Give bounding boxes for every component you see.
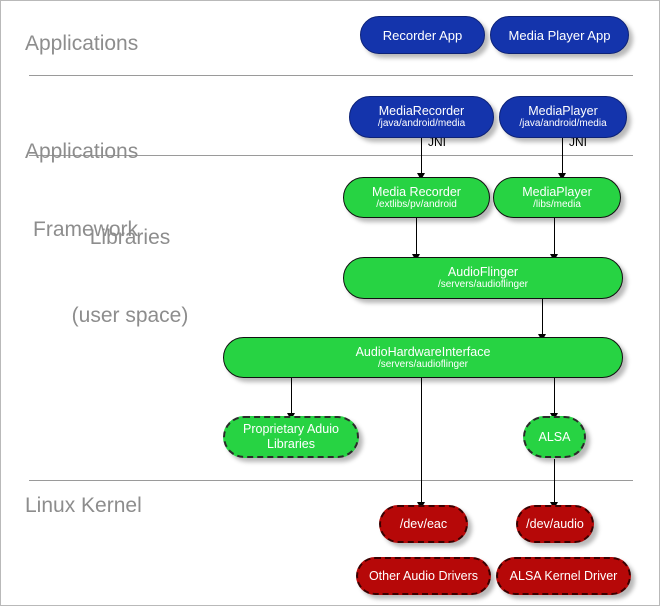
node-title: MediaRecorder	[378, 104, 465, 118]
node-media-recorder-library[interactable]: Media Recorder /extlibs/pv/android	[343, 177, 490, 218]
node-title: AudioHardwareInterface	[355, 344, 491, 359]
node-media-recorder-framework[interactable]: MediaRecorder /java/android/media	[349, 96, 494, 138]
layer-label-applications-framework: Applications Framework	[25, 87, 255, 295]
layer-label-line2: Framework	[33, 218, 139, 241]
connector-audiohw-alsa	[554, 378, 555, 416]
node-title: Other Audio Drivers	[368, 568, 479, 583]
node-recorder-app[interactable]: Recorder App	[360, 16, 485, 54]
node-title: ALSA Kernel Driver	[509, 568, 618, 583]
node-title: MediaPlayer	[522, 184, 592, 199]
node-subtitle: /java/android/media	[377, 118, 466, 129]
node-media-player-framework[interactable]: MediaPlayer /java/android/media	[499, 96, 627, 138]
node-media-player-app[interactable]: Media Player App	[490, 16, 629, 54]
node-title: AudioFlinger	[447, 265, 519, 279]
layer-label-line1: Applications	[25, 140, 139, 163]
node-subtitle: /java/android/media	[519, 118, 607, 129]
connector-mediarecorder-jni	[421, 138, 422, 176]
node-audio-flinger[interactable]: AudioFlinger /servers/audioflinger	[343, 257, 623, 299]
node-dev-audio[interactable]: /dev/audio	[516, 505, 594, 543]
node-title: ALSA	[538, 429, 571, 444]
node-title: /dev/eac	[399, 516, 448, 531]
node-title: Media Recorder	[372, 184, 461, 199]
node-title: Media Player App	[508, 27, 611, 43]
node-title: Proprietary Aduio Libraries	[243, 422, 339, 451]
layer-label-applications: Applications	[25, 32, 139, 55]
node-title: Recorder App	[382, 27, 463, 43]
node-title: MediaPlayer	[528, 104, 598, 118]
node-title: /dev/audio	[526, 516, 584, 531]
connector-audiohw-dev-eac	[421, 378, 422, 505]
node-dev-eac[interactable]: /dev/eac	[379, 505, 468, 543]
connector-audioflinger-audiohardwareinterface	[542, 299, 543, 337]
node-subtitle: /servers/audioflinger	[437, 279, 529, 290]
node-proprietary-audio-libraries[interactable]: Proprietary Aduio Libraries	[223, 416, 359, 458]
connector-audiohw-proprietary	[291, 378, 292, 416]
edge-label-jni-right: JNI	[569, 135, 587, 149]
connector-mediarecorder-audioflinger	[416, 218, 417, 257]
divider-libraries	[29, 480, 633, 481]
divider-applications	[29, 75, 633, 76]
layer-label-libraries: Libraries (user space)	[15, 173, 245, 381]
node-subtitle: /servers/audioflinger	[377, 358, 469, 370]
connector-alsa-dev-audio	[554, 459, 555, 505]
connector-mediaplayer-audioflinger	[554, 218, 555, 257]
node-alsa-kernel-driver[interactable]: ALSA Kernel Driver	[496, 557, 631, 595]
layer-label-line1: Libraries	[89, 226, 171, 249]
node-alsa[interactable]: ALSA	[523, 416, 586, 458]
node-media-player-library[interactable]: MediaPlayer /libs/media	[493, 177, 621, 218]
node-audio-hardware-interface[interactable]: AudioHardwareInterface /servers/audiofli…	[223, 337, 623, 378]
node-subtitle: /extlibs/pv/android	[376, 198, 457, 210]
node-other-audio-drivers[interactable]: Other Audio Drivers	[356, 557, 491, 595]
layer-label-line2: (user space)	[71, 304, 189, 327]
node-subtitle: /libs/media	[533, 198, 581, 210]
layer-label-linux-kernel: Linux Kernel	[25, 494, 142, 517]
divider-applications-framework	[29, 155, 633, 156]
connector-mediaplayer-jni	[562, 138, 563, 176]
edge-label-jni-left: JNI	[428, 135, 446, 149]
